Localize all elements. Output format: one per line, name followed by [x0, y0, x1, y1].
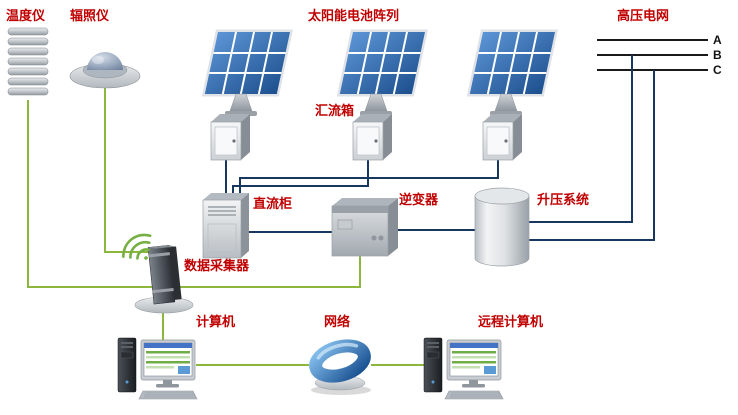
label-phase-b: B — [713, 48, 722, 62]
combiner-boxes — [210, 113, 523, 161]
label-combiner-box: 汇流箱 — [315, 103, 355, 118]
solar-panel-array — [200, 28, 560, 117]
panel-stand-3 — [489, 93, 523, 117]
label-hv-grid: 高压电网 — [617, 8, 670, 23]
network-globe — [309, 339, 371, 395]
label-phase-a: A — [713, 33, 722, 47]
label-inverter: 逆变器 — [399, 192, 439, 207]
label-solar-array: 太阳能电池阵列 — [308, 8, 400, 23]
data-collector — [122, 233, 194, 314]
solar-panel-2 — [335, 28, 430, 98]
dc-power-wires — [225, 55, 655, 241]
temperature-meter — [7, 27, 49, 96]
label-data-collector: 数据采集器 — [184, 258, 250, 273]
data-wires — [27, 86, 424, 366]
combiner-box-1 — [210, 113, 251, 161]
wifi-icon — [122, 233, 152, 260]
solar-panel-1 — [200, 28, 295, 98]
irradiance-meter — [69, 52, 141, 89]
dc-cabinet — [202, 193, 249, 259]
label-remote-computer: 远程计算机 — [478, 314, 544, 329]
solar-panel-3 — [465, 28, 560, 98]
local-computer — [117, 337, 198, 400]
remote-computer — [423, 337, 504, 400]
boost-system — [474, 187, 530, 267]
label-boost-system: 升压系统 — [537, 192, 590, 207]
panel-stand-1 — [224, 93, 258, 117]
combiner-box-2 — [352, 113, 393, 161]
inverter — [331, 198, 398, 257]
label-temperature-meter: 温度仪 — [6, 8, 46, 23]
label-network: 网络 — [324, 314, 351, 329]
hv-grid-lines — [597, 39, 708, 71]
label-dc-cabinet: 直流柜 — [253, 196, 293, 211]
label-irradiance-meter: 辐照仪 — [70, 8, 110, 23]
label-computer: 计算机 — [196, 314, 236, 329]
label-phase-c: C — [713, 63, 722, 77]
panel-stand-2 — [359, 93, 393, 117]
combiner-box-3 — [482, 113, 523, 161]
